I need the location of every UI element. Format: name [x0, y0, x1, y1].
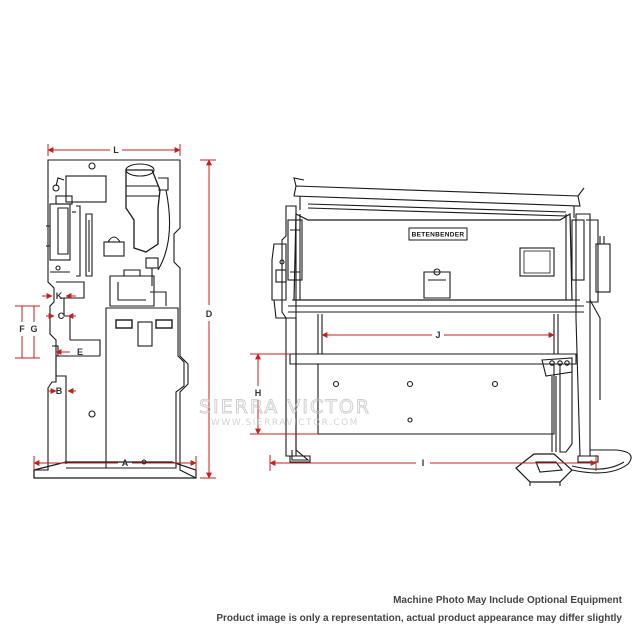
optional-equipment-note: Machine Photo May Include Optional Equip…: [393, 595, 622, 606]
dimension-lines: [15, 144, 597, 479]
machine-badge: BETENBENDER: [412, 232, 465, 239]
dim-label-a: A: [122, 458, 129, 468]
dim-label-i: I: [422, 458, 425, 468]
dim-label-e: E: [77, 347, 83, 357]
dim-label-b: B: [56, 386, 63, 396]
front-view: [271, 177, 632, 486]
dim-label-g: G: [30, 324, 37, 334]
dim-label-l: L: [113, 145, 119, 155]
dim-label-h: H: [255, 388, 262, 398]
dimension-letters: L D A F G K C E B J H I: [19, 145, 440, 468]
dim-label-d: D: [206, 309, 213, 319]
watermark-sub: WWW.SIERRAVICTOR.COM: [211, 418, 359, 428]
dim-label-k: K: [56, 291, 63, 301]
side-view: [33, 159, 197, 479]
dim-label-c: C: [58, 311, 65, 321]
representation-disclaimer: Product image is only a representation, …: [216, 613, 622, 624]
watermark-main: SIERRA VICTOR: [199, 396, 371, 418]
dim-label-j: J: [435, 330, 440, 340]
dim-label-f: F: [19, 324, 25, 334]
